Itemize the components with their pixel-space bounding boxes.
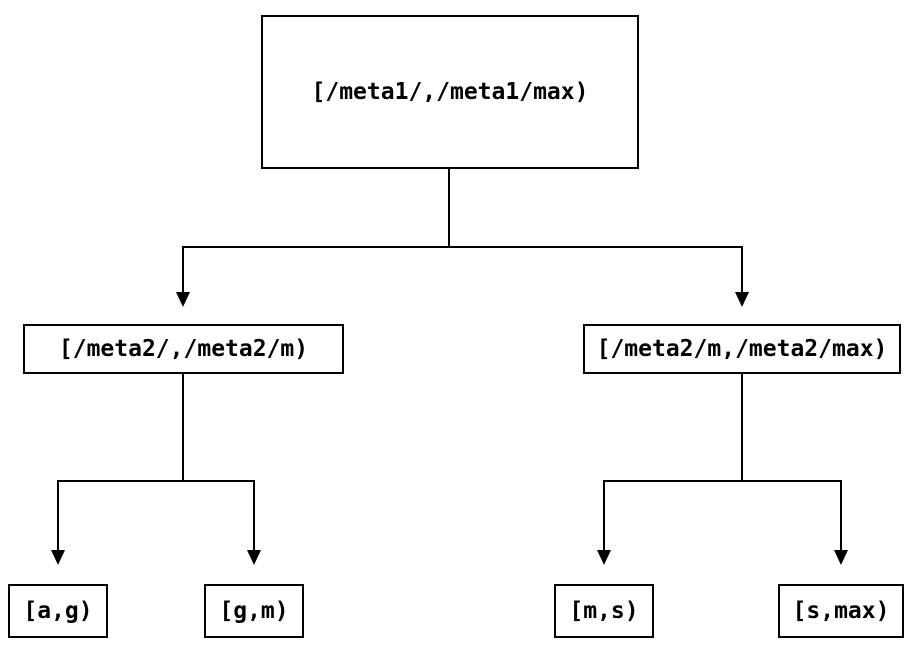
tree-leaf-g-m-label: [g,m) [219, 598, 289, 624]
connector-right-crossbar [603, 480, 842, 482]
tree-leaf-s-max: [s,max) [778, 584, 904, 638]
connector-right-to-smax-drop [840, 480, 842, 551]
connector-left-trunk [182, 374, 184, 481]
tree-leaf-m-s-label: [m,s) [569, 598, 639, 624]
tree-node-meta2-left: [/meta2/,/meta2/m) [23, 324, 344, 374]
arrowhead-down-icon [597, 550, 611, 565]
connector-root-trunk [448, 169, 450, 247]
connector-root-to-left-drop [182, 246, 184, 293]
connector-left-to-ag-drop [57, 480, 59, 551]
tree-leaf-a-g: [a,g) [8, 584, 108, 638]
tree-leaf-m-s: [m,s) [554, 584, 654, 638]
connector-right-to-ms-drop [603, 480, 605, 551]
tree-node-meta2-right: [/meta2/m,/meta2/max) [583, 324, 901, 374]
connector-right-trunk [741, 374, 743, 481]
arrowhead-down-icon [735, 292, 749, 307]
connector-left-to-gm-drop [253, 480, 255, 551]
connector-left-crossbar [57, 480, 255, 482]
connector-root-to-right-drop [741, 246, 743, 293]
tree-node-root: [/meta1/,/meta1/max) [261, 15, 639, 169]
tree-node-root-label: [/meta1/,/meta1/max) [311, 79, 589, 105]
arrowhead-down-icon [51, 550, 65, 565]
tree-leaf-a-g-label: [a,g) [23, 598, 93, 624]
arrowhead-down-icon [176, 292, 190, 307]
arrowhead-down-icon [247, 550, 261, 565]
arrowhead-down-icon [834, 550, 848, 565]
tree-node-meta2-left-label: [/meta2/,/meta2/m) [58, 336, 309, 362]
tree-leaf-g-m: [g,m) [204, 584, 304, 638]
tree-leaf-s-max-label: [s,max) [792, 598, 890, 624]
tree-node-meta2-right-label: [/meta2/m,/meta2/max) [596, 336, 888, 362]
connector-root-crossbar [182, 246, 743, 248]
